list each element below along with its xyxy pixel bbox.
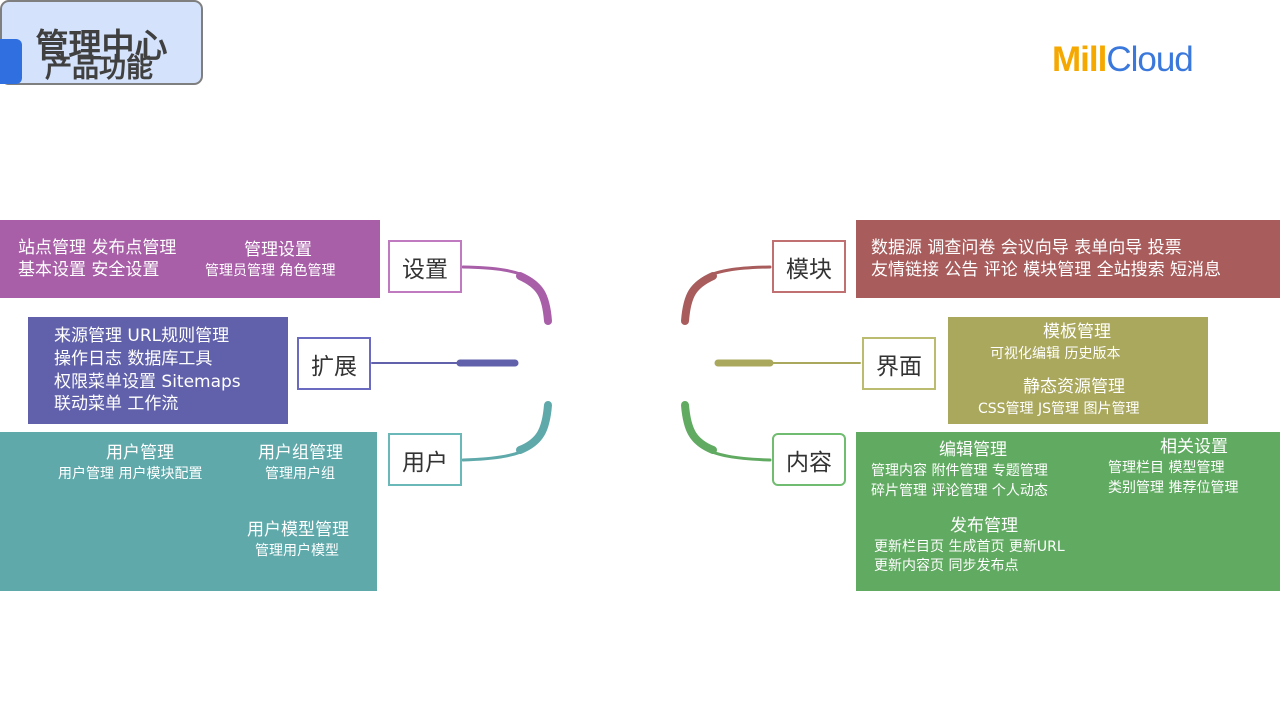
settings-line-2: 基本设置 安全设置 — [18, 260, 160, 280]
connector-user — [461, 403, 550, 462]
user-group-items: 管理用户组 — [265, 466, 335, 482]
content-group-items: 类别管理 推荐位管理 — [1108, 480, 1239, 496]
user-group-title: 用户模型管理 — [247, 520, 349, 540]
content-group-items: 更新内容页 同步发布点 — [874, 558, 1019, 574]
extension-line: 来源管理 URL规则管理 — [54, 326, 230, 346]
extension-line: 权限菜单设置 Sitemaps — [54, 372, 241, 392]
settings-panel: 站点管理 发布点管理 基本设置 安全设置 管理设置 管理员管理 角色管理 — [0, 220, 380, 298]
connector-content — [683, 403, 772, 462]
ui-group-items: CSS管理 JS管理 图片管理 — [978, 401, 1140, 417]
ui-panel: 模板管理 可视化编辑 历史版本 静态资源管理 CSS管理 JS管理 图片管理 — [948, 317, 1208, 424]
node-ui[interactable]: 界面 — [862, 337, 936, 390]
content-group-title: 相关设置 — [1160, 437, 1228, 457]
module-panel: 数据源 调查问卷 会议向导 表单向导 投票 友情链接 公告 评论 模块管理 全站… — [856, 220, 1280, 298]
user-group-items: 管理用户模型 — [255, 543, 339, 559]
module-line: 友情链接 公告 评论 模块管理 全站搜索 短消息 — [871, 260, 1222, 280]
ui-group-title: 模板管理 — [1043, 322, 1111, 342]
connector-settings — [461, 265, 550, 323]
title-accent-bar — [0, 39, 22, 84]
content-group-items: 管理栏目 模型管理 — [1108, 460, 1225, 476]
user-group-items: 用户管理 用户模块配置 — [58, 466, 203, 482]
ui-group-items: 可视化编辑 历史版本 — [990, 346, 1121, 362]
millcloud-logo: MillCloud — [1052, 40, 1194, 80]
extension-line: 联动菜单 工作流 — [54, 394, 179, 414]
extension-panel: 来源管理 URL规则管理 操作日志 数据库工具 权限菜单设置 Sitemaps … — [28, 317, 288, 424]
page-title: 产品功能 — [45, 53, 153, 84]
content-group-items: 碎片管理 评论管理 个人动态 — [871, 483, 1048, 499]
extension-line: 操作日志 数据库工具 — [54, 349, 213, 369]
content-panel: 编辑管理 管理内容 附件管理 专题管理 碎片管理 评论管理 个人动态 相关设置 … — [856, 432, 1280, 591]
module-line: 数据源 调查问卷 会议向导 表单向导 投票 — [871, 238, 1182, 258]
settings-group-items: 管理员管理 角色管理 — [205, 263, 336, 279]
settings-line-1: 站点管理 发布点管理 — [18, 238, 177, 258]
logo-mill: Mill — [1052, 40, 1107, 79]
connector-module — [683, 265, 772, 323]
node-content[interactable]: 内容 — [772, 433, 846, 486]
content-group-items: 管理内容 附件管理 专题管理 — [871, 463, 1048, 479]
node-user[interactable]: 用户 — [388, 433, 462, 486]
node-settings[interactable]: 设置 — [388, 240, 462, 293]
user-panel: 用户管理 用户管理 用户模块配置 用户组管理 管理用户组 用户模型管理 管理用户… — [0, 432, 377, 591]
settings-group-title: 管理设置 — [244, 240, 312, 260]
node-module[interactable]: 模块 — [772, 240, 846, 293]
content-group-title: 编辑管理 — [939, 440, 1007, 460]
logo-cloud: Cloud — [1106, 40, 1193, 79]
user-group-title: 用户管理 — [106, 443, 174, 463]
content-group-items: 更新栏目页 生成首页 更新URL — [874, 539, 1065, 555]
central-node[interactable]: 管理中心 — [0, 0, 203, 85]
content-group-title: 发布管理 — [950, 516, 1018, 536]
ui-group-title: 静态资源管理 — [1023, 377, 1125, 397]
node-extension[interactable]: 扩展 — [297, 337, 371, 390]
user-group-title: 用户组管理 — [258, 443, 343, 463]
